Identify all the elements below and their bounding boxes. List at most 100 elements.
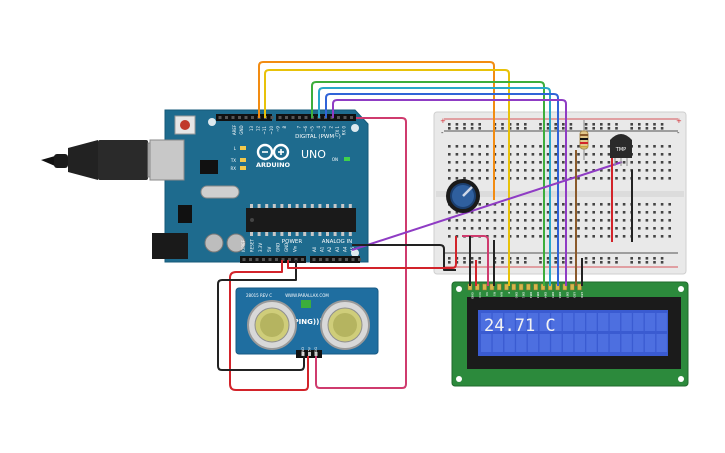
breadboard-hole bbox=[645, 203, 649, 206]
breadboard-hole bbox=[531, 153, 535, 156]
breadboard-hole bbox=[524, 145, 527, 148]
breadboard-hole bbox=[622, 227, 626, 230]
breadboard-hole bbox=[546, 203, 550, 206]
breadboard-hole bbox=[660, 227, 664, 230]
breadboard-hole bbox=[516, 203, 519, 206]
breadboard-hole bbox=[622, 169, 626, 172]
breadboard-hole bbox=[516, 177, 519, 180]
breadboard-hole bbox=[524, 257, 527, 260]
breadboard-hole bbox=[600, 235, 603, 238]
breadboard-hole bbox=[615, 203, 618, 206]
breadboard-hole bbox=[562, 235, 565, 238]
wire-purple-d2-lcd-db7 bbox=[332, 99, 567, 286]
breadboard-hole bbox=[554, 203, 557, 206]
breadboard-hole bbox=[539, 211, 542, 214]
power-header bbox=[240, 256, 306, 263]
usb-chip bbox=[200, 160, 218, 174]
breadboard-hole bbox=[463, 219, 466, 222]
lcd-pin-label: VCC bbox=[478, 292, 482, 298]
breadboard-hole bbox=[607, 123, 611, 126]
breadboard-hole bbox=[539, 257, 542, 260]
breadboard-hole bbox=[569, 153, 573, 156]
breadboard-hole bbox=[463, 169, 466, 172]
lcd-cell bbox=[551, 334, 562, 352]
chip-leg bbox=[280, 232, 284, 236]
breadboard-hole bbox=[592, 177, 595, 180]
breadboard-hole bbox=[653, 123, 656, 126]
lcd-pin-label: GND bbox=[471, 292, 475, 300]
breadboard-hole bbox=[653, 161, 656, 164]
breadboard-hole bbox=[607, 235, 611, 238]
breadboard-hole bbox=[584, 203, 588, 206]
breadboard-hole bbox=[638, 169, 641, 172]
header-hole bbox=[304, 116, 308, 119]
breadboard-hole bbox=[501, 123, 504, 126]
breadboard-hole bbox=[516, 227, 519, 230]
sensor-pin bbox=[308, 352, 311, 356]
breadboard-hole bbox=[486, 153, 489, 156]
lcd-pin-label: E bbox=[507, 292, 511, 294]
breadboard-hole bbox=[501, 169, 504, 172]
header-hole bbox=[288, 258, 291, 261]
breadboard-hole bbox=[516, 219, 519, 222]
arduino-brand: ARDUINO bbox=[256, 161, 291, 169]
breadboard-hole bbox=[486, 219, 489, 222]
breadboard-hole bbox=[653, 169, 656, 172]
usb-cable-tail bbox=[41, 156, 55, 166]
mount-hole bbox=[456, 376, 462, 382]
breadboard-hole bbox=[668, 211, 671, 214]
header-hole bbox=[285, 116, 288, 119]
breadboard-hole bbox=[470, 145, 474, 148]
power-pin-label: GND bbox=[284, 243, 289, 252]
wire-black-gnd-rail bbox=[352, 244, 456, 271]
breadboard-hole bbox=[508, 145, 512, 148]
breadboard-hole bbox=[645, 219, 649, 222]
breadboard-hole bbox=[653, 227, 656, 230]
chip-leg bbox=[341, 232, 345, 236]
chip-leg bbox=[310, 232, 314, 236]
power-pin-label: 3.3V bbox=[258, 243, 263, 252]
lcd-pin-label: DB5 bbox=[551, 292, 555, 298]
breadboard-hole bbox=[539, 261, 542, 264]
breadboard-hole bbox=[600, 153, 603, 156]
breadboard-hole bbox=[592, 257, 595, 260]
breadboard-hole bbox=[645, 127, 649, 130]
breadboard-hole bbox=[463, 227, 466, 230]
power-pin-label: Vin bbox=[293, 245, 298, 252]
reset-button-cap[interactable] bbox=[180, 120, 190, 130]
breadboard-hole bbox=[470, 127, 474, 130]
breadboard-hole bbox=[577, 211, 580, 214]
breadboard-hole bbox=[455, 123, 459, 126]
lcd-pin bbox=[518, 283, 524, 291]
breadboard-hole bbox=[539, 219, 542, 222]
aref-label: AREF bbox=[232, 124, 237, 135]
potentiometer[interactable] bbox=[446, 179, 480, 213]
breadboard-hole bbox=[516, 257, 519, 260]
breadboard-hole bbox=[660, 203, 664, 206]
breadboard-hole bbox=[577, 161, 580, 164]
breadboard-hole bbox=[653, 257, 656, 260]
breadboard-hole bbox=[470, 219, 474, 222]
breadboard-hole bbox=[607, 219, 611, 222]
breadboard-hole bbox=[653, 145, 656, 148]
breadboard-hole bbox=[653, 203, 656, 206]
chip-leg bbox=[295, 232, 299, 236]
lcd-cell bbox=[481, 334, 492, 352]
breadboard-hole bbox=[463, 145, 466, 148]
power-pin-label: IOREF bbox=[241, 239, 246, 252]
breadboard-hole bbox=[478, 177, 481, 180]
lcd-pin bbox=[577, 283, 582, 291]
breadboard-hole bbox=[516, 161, 519, 164]
breadboard-hole bbox=[600, 203, 603, 206]
lcd-cell bbox=[586, 313, 597, 331]
breadboard-hole bbox=[607, 261, 611, 264]
breadboard-hole bbox=[615, 177, 618, 180]
breadboard-hole bbox=[577, 203, 580, 206]
lcd-cell bbox=[562, 313, 574, 331]
breadboard-hole bbox=[554, 257, 557, 260]
breadboard-hole bbox=[546, 235, 550, 238]
breadboard-hole bbox=[455, 177, 459, 180]
